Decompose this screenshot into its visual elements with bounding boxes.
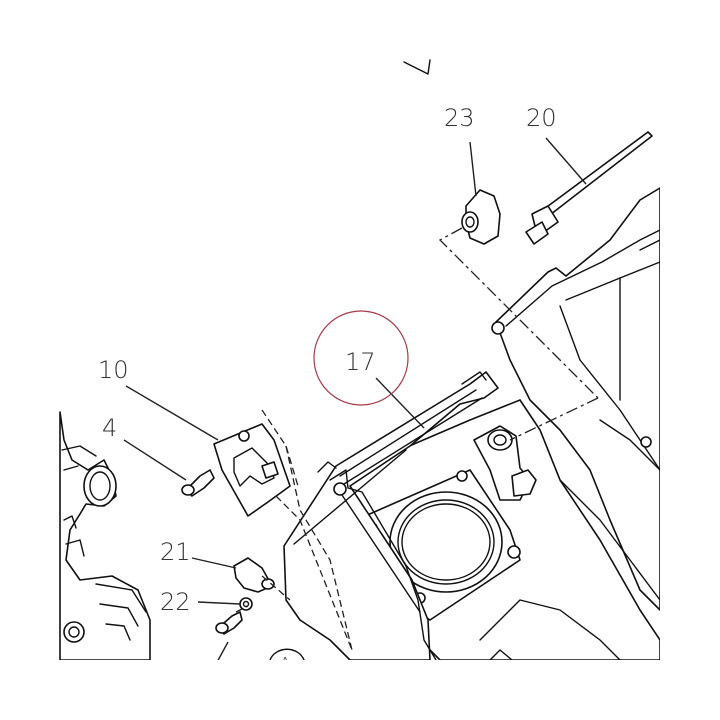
part-22-washer	[239, 597, 253, 611]
right-crop	[660, 0, 720, 720]
callout-20: 20	[526, 104, 557, 132]
callout-10: 10	[98, 356, 129, 384]
part-17-gasket-frame	[283, 371, 499, 661]
left-assembly	[59, 411, 151, 661]
bottom-crop	[0, 660, 720, 720]
callout-22: 22	[160, 588, 191, 616]
assembly-lines	[235, 227, 599, 651]
lower-screw	[215, 611, 243, 635]
mount-boss	[491, 321, 505, 335]
part-10-bracket	[213, 423, 291, 517]
part-21-clip	[233, 557, 275, 593]
partial-arrow-mark	[403, 59, 431, 75]
mount-boss	[640, 436, 652, 448]
injector-cap	[83, 465, 117, 507]
part-23-grommet	[461, 189, 501, 245]
callout-numbers: 23 20 17 10 4 21 22	[98, 104, 557, 616]
throttle-bore	[389, 491, 503, 593]
part-17-highlight	[313, 310, 409, 406]
part-4-screw	[181, 469, 215, 497]
leader-lines	[123, 137, 587, 665]
callout-21: 21	[160, 538, 191, 566]
callout-4: 4	[102, 414, 117, 442]
callout-23: 23	[444, 104, 475, 132]
callout-17: 17	[345, 348, 376, 376]
part-20-cable-tie	[525, 131, 653, 245]
